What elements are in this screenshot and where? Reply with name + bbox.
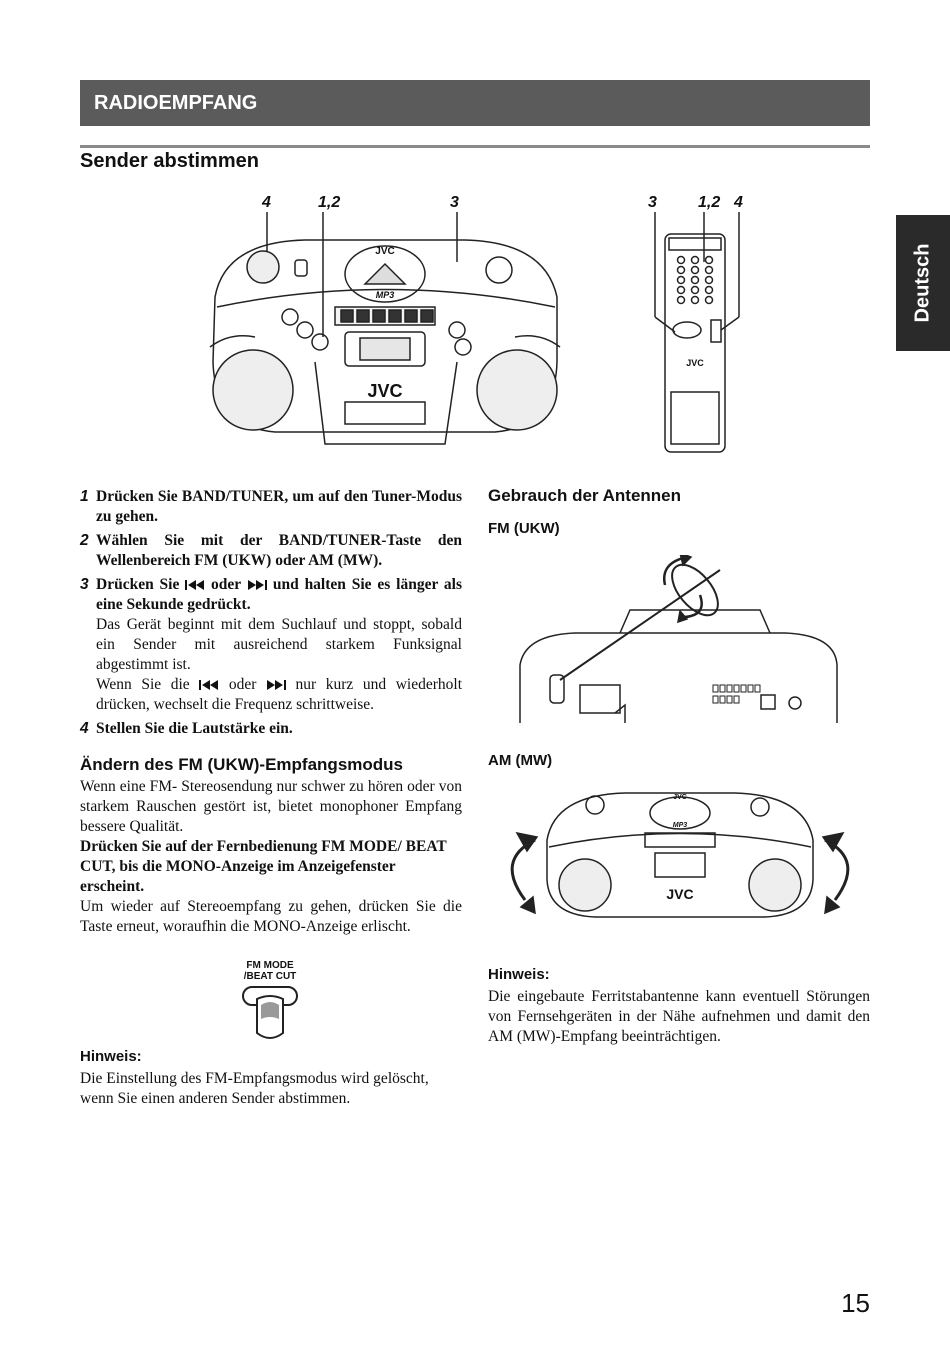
am-antenna-illustration: JVC MP3 JVC: [510, 792, 850, 918]
step-3-short-c: nur kurz und wiederholt drücken, wechsel…: [96, 676, 462, 713]
step-3-explanation: Das Gerät beginnt mit dem Suchlauf und s…: [96, 616, 462, 673]
note-left: Hinweis: Die Einstellung des FM-Empfangs…: [80, 1047, 462, 1109]
boombox-front-illustration: JVC MP3 JVC: [209, 212, 561, 445]
section-divider: [80, 145, 870, 148]
note-left-text: Die Einstellung des FM-Empfangsmodus wir…: [80, 1070, 429, 1107]
fm-mode-button-caption: FM MODE /BEAT CUT: [210, 960, 330, 982]
left-column: 1 Drücken Sie BAND/TUNER, um auf den Tun…: [80, 487, 462, 937]
note-right-heading: Hinweis:: [488, 966, 550, 983]
remote-control-illustration: JVC: [654, 212, 740, 453]
callout-remote-1-2: 1,2: [698, 194, 721, 211]
fm-mode-instruction: Drücken Sie auf der Fernbedienung FM MOD…: [80, 838, 447, 895]
step-1-number: 1: [80, 488, 89, 505]
am-unit-brand-logo: JVC: [666, 886, 693, 902]
step-1-text: Drücken Sie BAND/TUNER, um auf den Tuner…: [96, 488, 462, 525]
step-2-number: 2: [80, 532, 89, 549]
am-antenna-label: AM (MW): [488, 752, 553, 769]
fm-antenna-illustration: [519, 555, 838, 723]
step-4-text: Stellen Sie die Lautstärke ein.: [96, 720, 293, 737]
step-3-text-b: oder: [211, 576, 242, 593]
callout-unit-3: 3: [450, 194, 459, 211]
step-1: 1 Drücken Sie BAND/TUNER, um auf den Tun…: [80, 487, 462, 527]
step-3: 3 Drücken Sie oder und halten Sie es län…: [80, 575, 462, 715]
am-unit-brand-small: JVC: [673, 794, 687, 801]
section-title: RADIOEMPFANG: [80, 80, 870, 126]
unit-brand-small: JVC: [375, 246, 394, 257]
skip-forward-icon: [248, 580, 268, 590]
callout-remote-4: 4: [734, 194, 743, 211]
step-3-short-b: oder: [228, 676, 257, 693]
antennas-heading-text: Gebrauch der Antennen: [488, 486, 682, 505]
step-3-text-c: und halten Sie es länger als eine Sekund…: [96, 576, 462, 613]
fm-mode-heading: Ändern des FM (UKW)-Empfangsmodus: [80, 755, 403, 774]
page-number: 15: [841, 1288, 870, 1318]
step-2-text: Wählen Sie mit der BAND/TUNER-Taste den …: [96, 532, 462, 569]
skip-back-icon: [199, 680, 219, 690]
step-3-short-a: Wenn Sie die: [96, 676, 190, 693]
language-tab-label: Deutsch: [911, 243, 934, 323]
note-left-heading: Hinweis:: [80, 1048, 142, 1065]
fm-mode-button-label-1: FM MODE: [246, 960, 294, 971]
antennas-heading: Gebrauch der Antennen: [488, 486, 681, 508]
callout-unit-1-2: 1,2: [318, 194, 341, 211]
unit-mp3-logo: MP3: [376, 290, 395, 300]
fm-mode-button-press-illustration: [242, 986, 298, 1039]
step-4-number: 4: [80, 720, 89, 737]
fm-antenna-label: FM (UKW): [488, 520, 560, 537]
skip-forward-icon: [266, 680, 286, 690]
fm-mode-button-label-2: /BEAT CUT: [243, 971, 297, 982]
note-right: Hinweis: Die eingebaute Ferritstabantenn…: [488, 965, 870, 1047]
page-subtitle: Sender abstimmen: [80, 150, 259, 172]
unit-brand-logo: JVC: [367, 381, 402, 401]
note-right-text: Die eingebaute Ferritstabantenne kann ev…: [488, 988, 870, 1045]
callout-remote-3: 3: [648, 194, 657, 211]
step-3-number: 3: [80, 576, 89, 593]
step-4: 4 Stellen Sie die Lautstärke ein.: [80, 719, 462, 739]
language-tab: Deutsch: [896, 215, 950, 351]
fm-mode-intro: Wenn eine FM- Stereosendung nur schwer z…: [80, 778, 462, 835]
step-3-short-press: Wenn Sie die oder nur kurz und wiederhol…: [96, 675, 462, 715]
am-unit-mp3-logo: MP3: [673, 822, 688, 829]
fm-mode-outro: Um wieder auf Stereoempfang zu gehen, dr…: [80, 898, 462, 935]
callout-unit-4: 4: [262, 194, 271, 211]
step-3-text-a: Drücken Sie: [96, 576, 180, 593]
step-2: 2 Wählen Sie mit der BAND/TUNER-Taste de…: [80, 531, 462, 571]
skip-back-icon: [185, 580, 205, 590]
remote-brand-logo: JVC: [686, 358, 704, 368]
